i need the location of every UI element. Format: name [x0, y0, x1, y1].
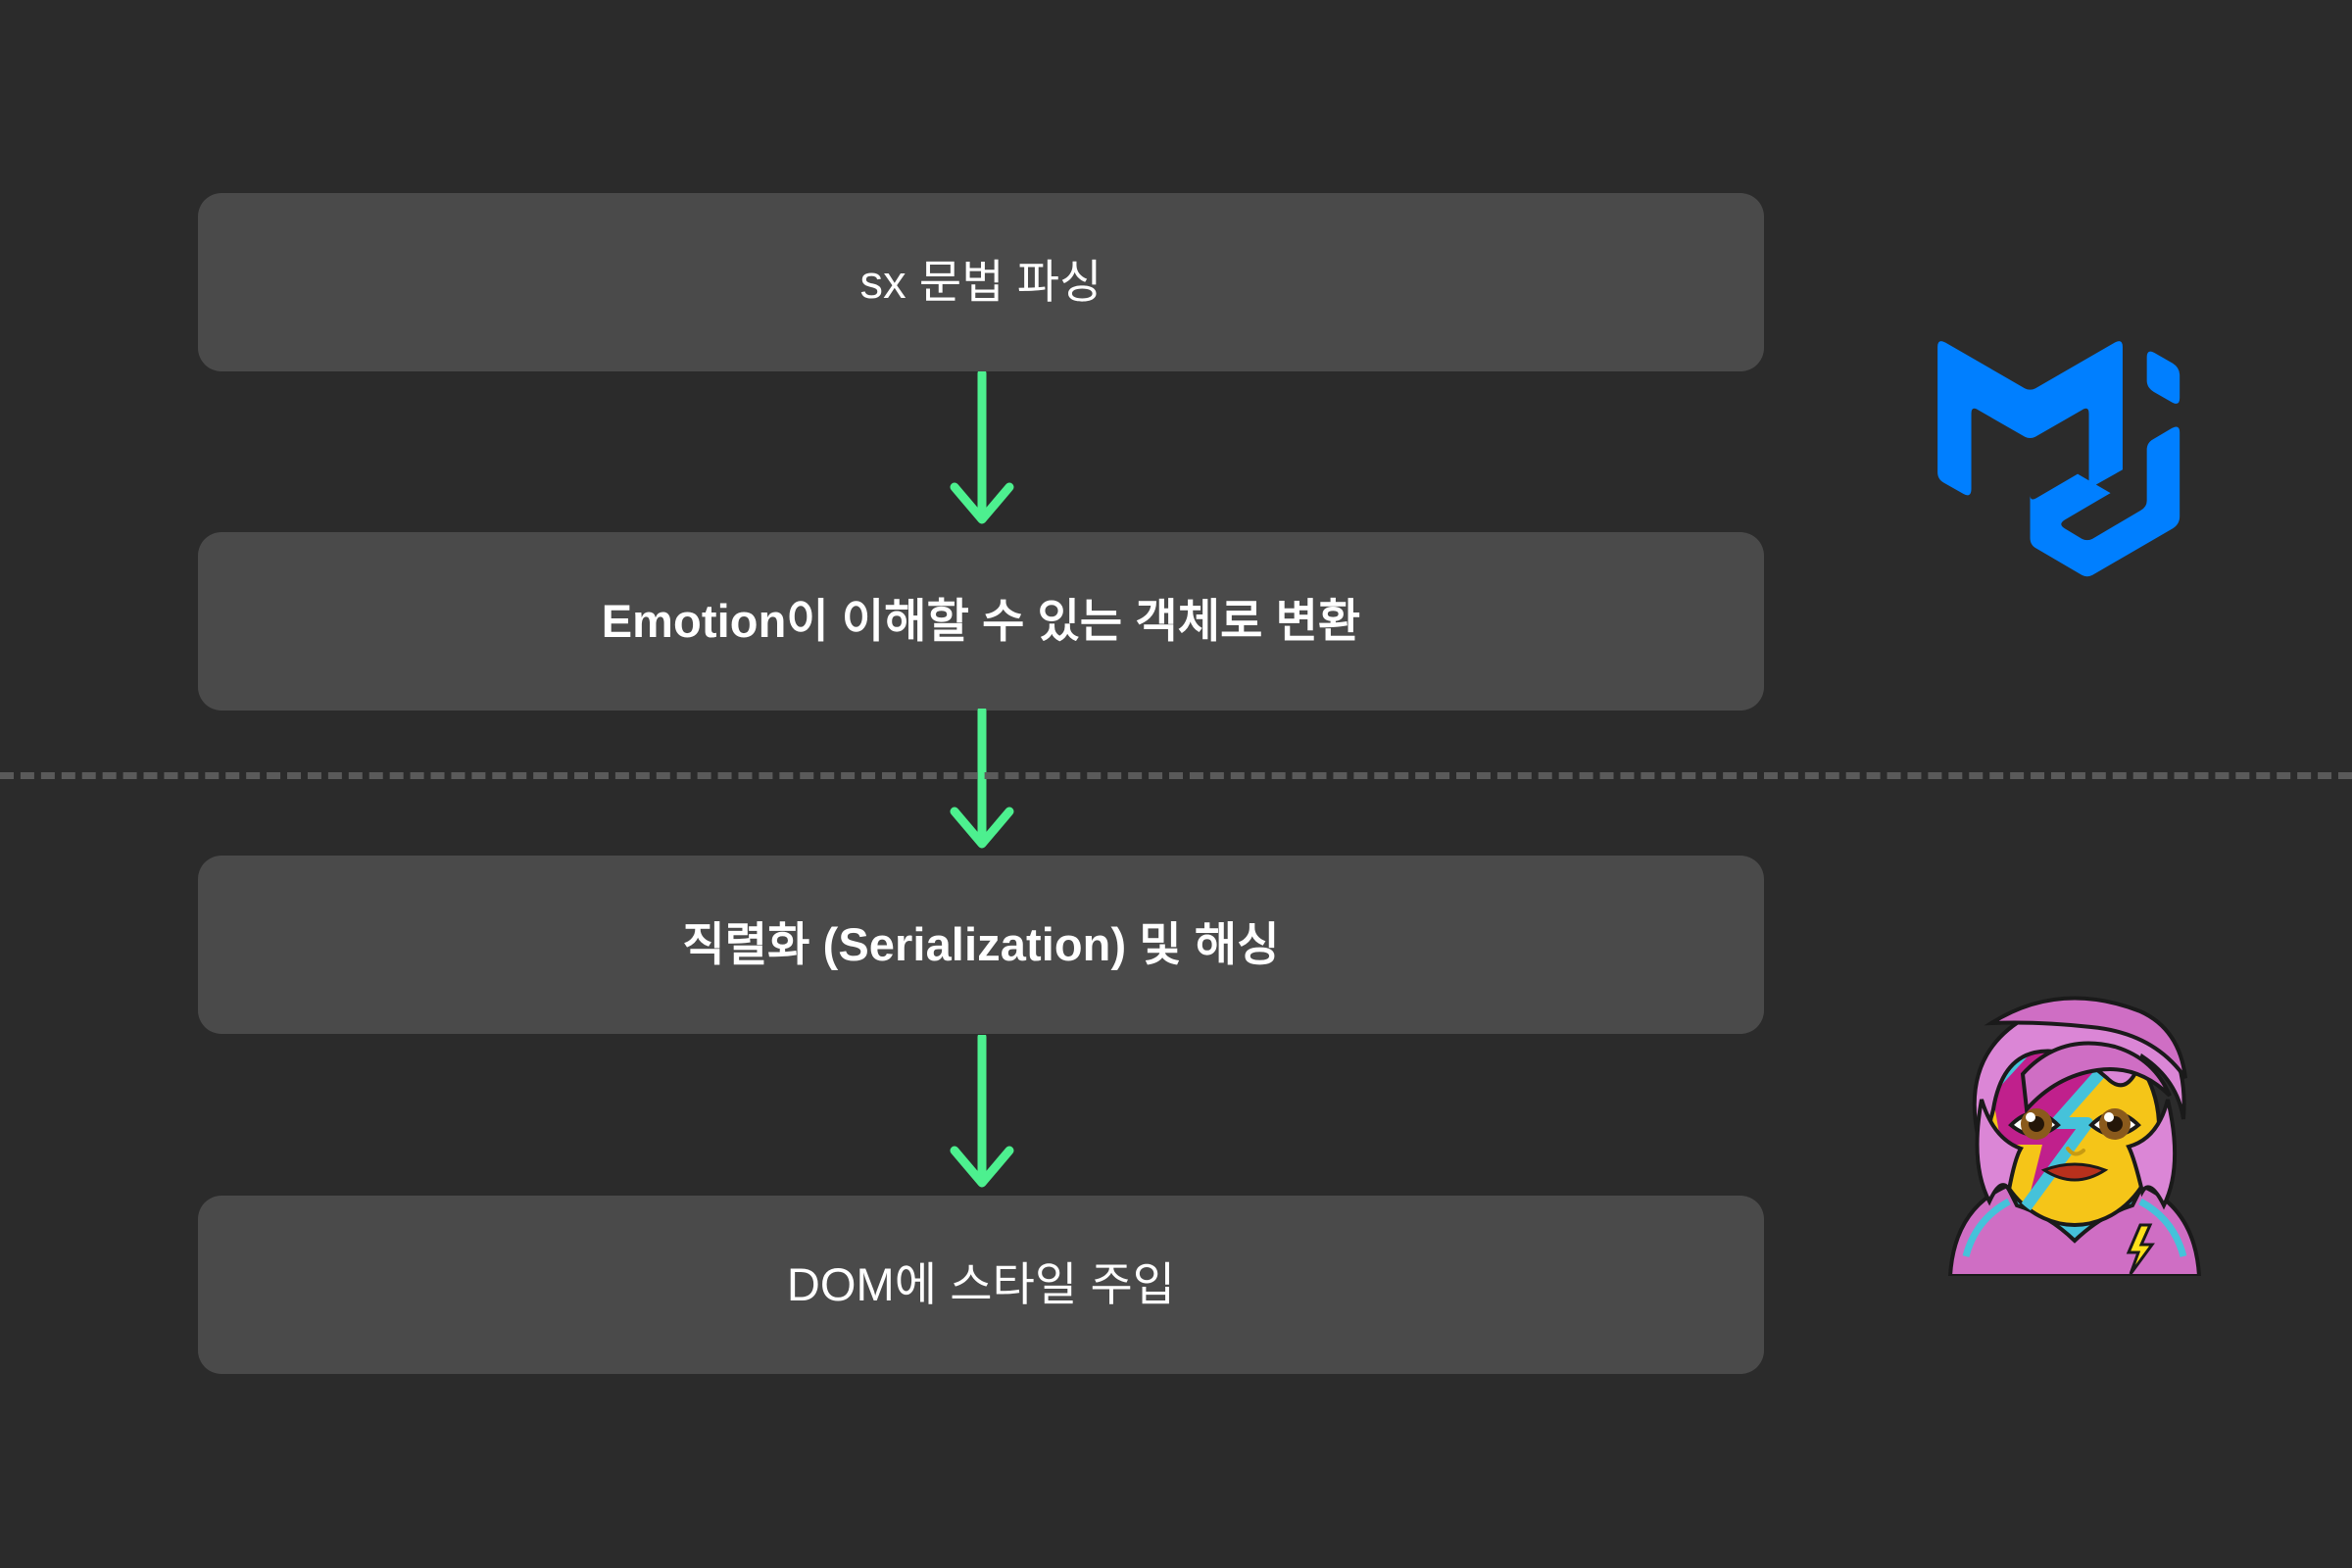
phase-divider — [0, 772, 2352, 779]
down-arrow-icon-2 — [943, 709, 1021, 856]
flow-step-box-3: 직렬화 (Serialization) 및 해싱 — [198, 856, 1764, 1034]
flow-step-label-4: DOM에 스타일 주입 — [786, 1257, 1176, 1310]
flow-step-box-4: DOM에 스타일 주입 — [198, 1196, 1764, 1374]
down-arrow-icon-3 — [943, 1035, 1021, 1196]
flow-step-label-2: Emotion이 이해할 수 있는 객체로 변환 — [601, 594, 1361, 647]
flow-step-label-3: 직렬화 (Serialization) 및 해싱 — [682, 917, 1280, 970]
flow-step-box-1: sx 문법 파싱 — [198, 193, 1764, 371]
superhero-woman-emoji-icon — [1933, 962, 2217, 1276]
mui-logo-icon — [1909, 323, 2203, 583]
down-arrow-icon-1 — [943, 371, 1021, 532]
flow-step-label-1: sx 문법 파싱 — [859, 255, 1102, 308]
flow-step-box-2: Emotion이 이해할 수 있는 객체로 변환 — [198, 532, 1764, 710]
